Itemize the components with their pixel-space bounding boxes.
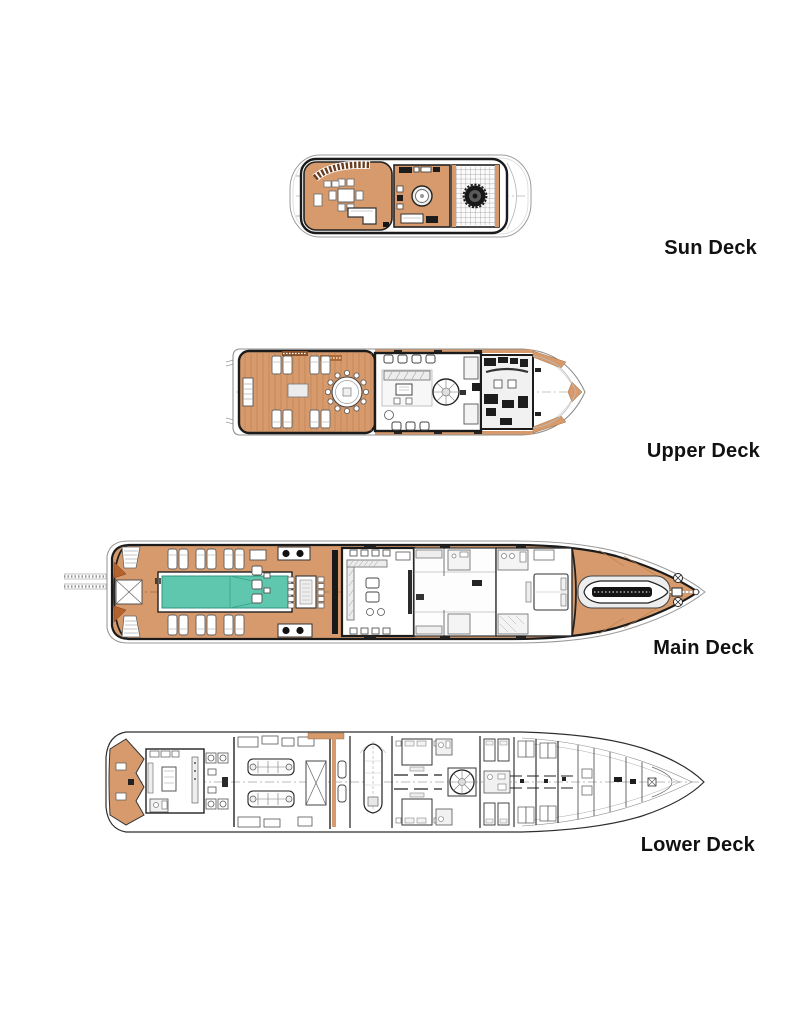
swim-platform: [113, 546, 143, 638]
pool: [155, 571, 293, 613]
guest-cabins: [394, 736, 511, 828]
upper-deck-label: Upper Deck: [646, 440, 760, 462]
lower-deck-plan: [92, 728, 710, 836]
bbq-consoles: [277, 546, 313, 638]
jet-ski: [337, 784, 347, 803]
side-doors: [364, 545, 526, 639]
upper-deck-foredeck: [532, 350, 583, 434]
upper-deck-plan: [224, 338, 596, 446]
sun-loungers: [271, 355, 331, 429]
lobby-galley: [413, 547, 497, 637]
double-cabin: [395, 792, 440, 826]
mast-base: [462, 183, 488, 209]
upper-deck-plan-drawing: [225, 348, 586, 436]
anchor-windlass: [671, 573, 683, 607]
sun-deck-aft-lounge: [303, 160, 393, 231]
spiral-staircase: [432, 378, 460, 406]
engine: [247, 758, 295, 776]
laundry-equipment: [205, 752, 229, 810]
twin-cabin: [483, 738, 510, 826]
salon: [340, 546, 416, 638]
al-fresco-dining: [287, 575, 325, 609]
upper-deck-side-walkways: [375, 349, 533, 435]
main-deck-plan: [64, 536, 710, 648]
main-deck-plan-drawing: [64, 540, 706, 644]
engine: [247, 790, 295, 808]
glass-bulkhead: [332, 550, 338, 634]
round-dining-table: [325, 370, 369, 415]
foredeck: [577, 549, 700, 635]
lower-deck-label: Lower Deck: [640, 834, 755, 856]
passerelle: [64, 573, 107, 590]
main-deck-sun-loungers: [167, 548, 245, 636]
forward-bulkhead: [571, 547, 577, 637]
bow-section: [577, 745, 673, 819]
upper-deck-wheelhouse: [480, 354, 534, 430]
crew-quarters: [510, 737, 578, 827]
sun-deck-label: Sun Deck: [664, 237, 757, 259]
main-deck-label: Main Deck: [653, 637, 754, 659]
upper-deck-sky-lounge: [373, 351, 483, 433]
owner-suite: [495, 547, 573, 637]
sun-deck-plan: [288, 150, 533, 242]
sun-deck-plan-drawing: [289, 154, 532, 238]
lower-deck-plan-drawing: [105, 731, 705, 833]
jet-ski: [337, 760, 347, 779]
beach-club: [108, 738, 145, 826]
aft-lounge-seating: [249, 549, 271, 604]
dining-table: [337, 188, 355, 203]
aft-lounge-room: [145, 748, 205, 814]
tender-garage: [307, 732, 393, 828]
bar-counter: [347, 207, 377, 225]
upper-deck-aft: [237, 349, 377, 435]
sun-deck-mid: [393, 164, 451, 228]
lower-spiral-staircase: [447, 767, 477, 797]
helm-console: [485, 367, 529, 374]
engine-room: [233, 735, 331, 829]
sun-deck-sunpad-grid: [451, 164, 500, 228]
